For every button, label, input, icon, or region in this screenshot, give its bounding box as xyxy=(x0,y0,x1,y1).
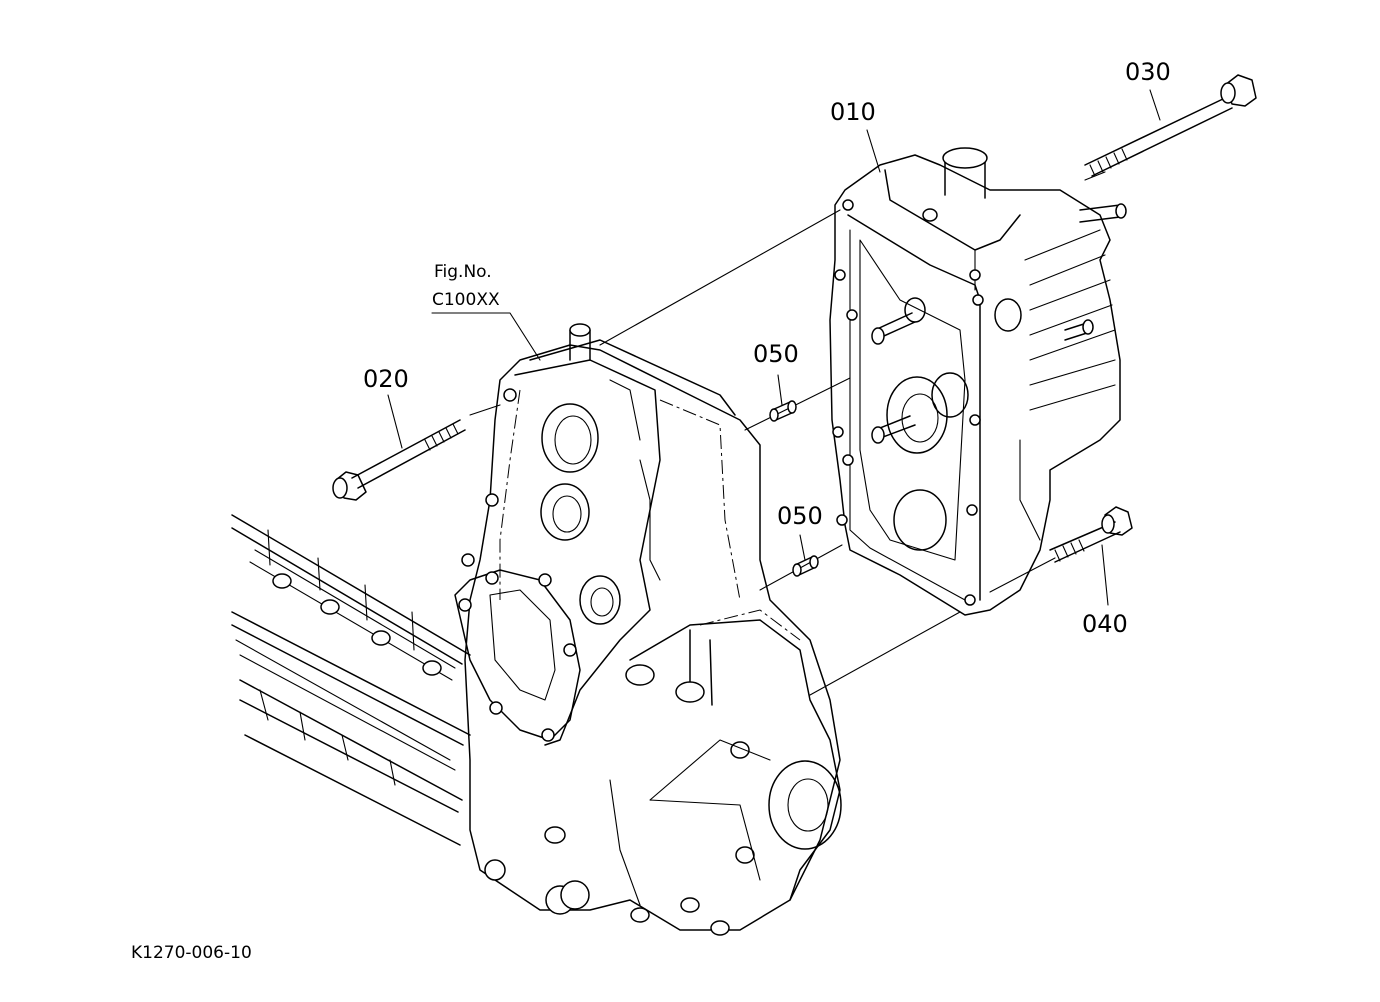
figure-ref-line2: C100XX xyxy=(432,290,500,310)
chassis-frame xyxy=(231,514,471,846)
callout-010: 010 xyxy=(830,98,876,126)
bolt-030 xyxy=(1084,74,1257,177)
hst-unit xyxy=(829,147,1127,616)
dowel-pin-050-upper xyxy=(769,400,797,422)
figure-ref-line1: Fig.No. xyxy=(434,262,492,282)
callout-050-lower: 050 xyxy=(777,502,823,530)
callout-050-upper: 050 xyxy=(753,340,799,368)
bolt-020 xyxy=(332,419,466,501)
bolt-040 xyxy=(1049,506,1133,563)
leader-lines xyxy=(387,89,1161,606)
callout-040: 040 xyxy=(1082,610,1128,638)
callout-030: 030 xyxy=(1125,58,1171,86)
callout-020: 020 xyxy=(363,365,409,393)
dowel-pin-050-lower xyxy=(792,555,819,577)
drawing-code: K1270-006-10 xyxy=(131,943,252,963)
gear-case-housing xyxy=(454,323,841,931)
transmission-case xyxy=(484,609,842,936)
